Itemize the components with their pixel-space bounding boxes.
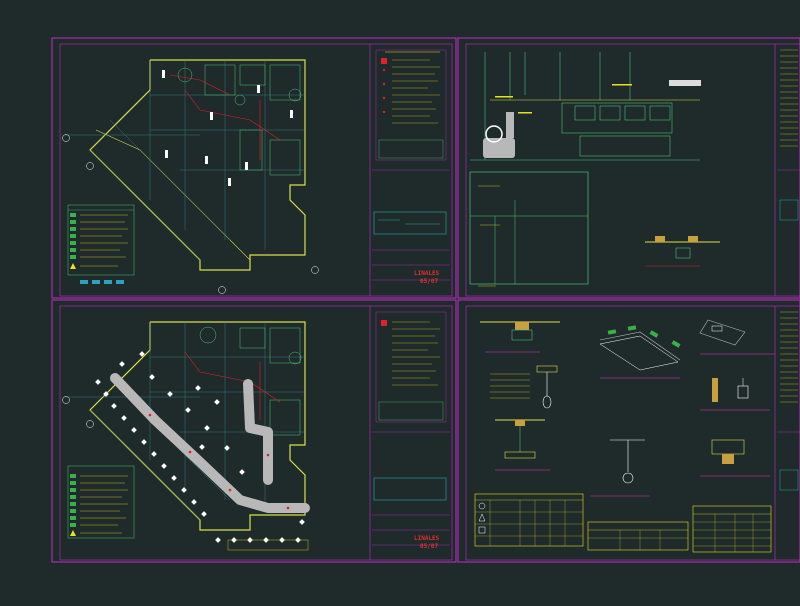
pizza-oven <box>483 112 515 158</box>
sheet-top-left: LINALES 05/07 <box>51 37 457 299</box>
legend-panel <box>67 465 135 539</box>
legend-symbol-icon <box>70 213 76 259</box>
grid-bubble-icon <box>62 134 319 294</box>
emergency-light-markers <box>95 351 305 543</box>
title-block: LINALES 05/07 <box>372 49 450 285</box>
ceiling-detail <box>645 236 720 267</box>
equipment-table <box>587 521 689 551</box>
sprinkler-detail <box>590 439 650 497</box>
legend-symbol-icon <box>381 58 387 64</box>
legend-symbol-icon <box>70 474 76 527</box>
exhaust-hood <box>669 80 701 86</box>
sheet-bottom-left: LINALES 05/07 <box>51 299 457 563</box>
elevation-labels <box>495 84 632 114</box>
sheet-border <box>457 37 800 299</box>
suspension-detail <box>700 439 770 477</box>
circuit-lines <box>184 351 281 420</box>
symbols-table <box>474 493 584 547</box>
route-markers <box>148 413 290 510</box>
mounting-detail-3 <box>495 419 550 471</box>
sheet-top-right <box>457 37 800 299</box>
section-detail <box>469 171 589 285</box>
circuit-lines <box>169 74 281 160</box>
extinguisher-icon <box>700 378 770 411</box>
general-notes <box>780 49 798 147</box>
drawing-frame <box>465 305 800 561</box>
warning-triangle-icon <box>70 530 76 536</box>
plan-title-bar <box>227 539 309 551</box>
drawing-frame <box>59 43 453 297</box>
floor-plan-rooms <box>199 326 302 436</box>
sheet-border <box>51 299 457 563</box>
sheet-stamp-date: 05/07 <box>420 278 438 285</box>
drawing-frame <box>465 43 800 297</box>
mounting-detail-1 <box>480 321 560 353</box>
light-fixtures <box>162 70 293 186</box>
warning-triangle-icon <box>70 263 76 269</box>
sheet-stamp-date: 05/07 <box>420 543 438 550</box>
sheet-stamp-name: LINALES <box>414 535 440 542</box>
floor-plan-rooms <box>177 64 302 176</box>
sheet-border <box>457 299 800 563</box>
grid-bubble-icon <box>62 396 94 428</box>
sheet-border <box>51 37 457 299</box>
loads-table <box>692 505 772 553</box>
sheet-bottom-right <box>457 299 800 563</box>
legend-panel <box>67 204 135 284</box>
exit-sign-detail <box>699 319 775 355</box>
drawing-frame <box>59 305 453 561</box>
title-block: LINALES 05/07 <box>372 311 450 550</box>
mounting-detail-2 <box>490 365 558 409</box>
sheet-stamp-name: LINALES <box>414 270 440 277</box>
exit-sign-icon <box>599 325 681 379</box>
floor-plan-grid <box>65 60 305 261</box>
legend-symbol-icon <box>381 320 387 326</box>
general-notes <box>780 311 798 403</box>
